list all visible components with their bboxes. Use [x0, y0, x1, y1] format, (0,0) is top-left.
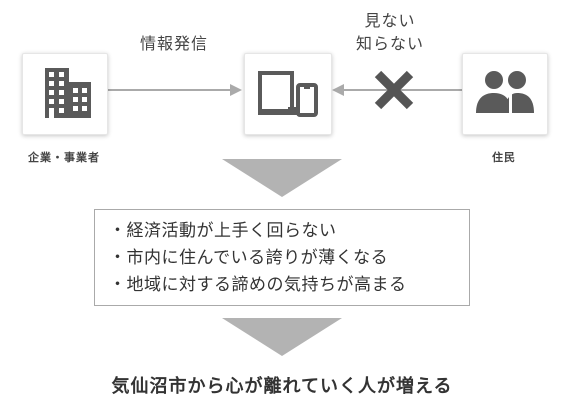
devices-icon [258, 71, 318, 117]
effect-item: 経済活動が上手く回らない [109, 218, 469, 245]
not-see-label: 見ない [364, 11, 416, 30]
people-icon [476, 71, 534, 113]
info-dispatch-label: 情報発信 [139, 34, 208, 53]
residents-node [462, 53, 548, 135]
conclusion-text: 気仙沼市から心が離れていく人が増える [111, 376, 453, 397]
down-arrow-icon [222, 318, 342, 356]
effect-item: 市内に住んでいる誇りが薄くなる [109, 245, 469, 272]
arrow-residents-to-device [332, 84, 462, 96]
not-know-label: 知らない [355, 34, 424, 53]
arrow-company-to-device [108, 84, 242, 96]
company-node [22, 53, 108, 135]
effect-item: 地域に対する諦めの気持ちが高まる [109, 272, 469, 299]
down-arrow-icon [222, 159, 342, 197]
device-node [244, 53, 332, 135]
effects-box: 経済活動が上手く回らない 市内に住んでいる誇りが薄くなる 地域に対する諦めの気持… [94, 209, 470, 306]
building-icon [45, 68, 91, 118]
residents-label: 住民 [492, 151, 516, 164]
company-label: 企業・事業者 [28, 151, 100, 164]
cross-icon [374, 70, 414, 110]
